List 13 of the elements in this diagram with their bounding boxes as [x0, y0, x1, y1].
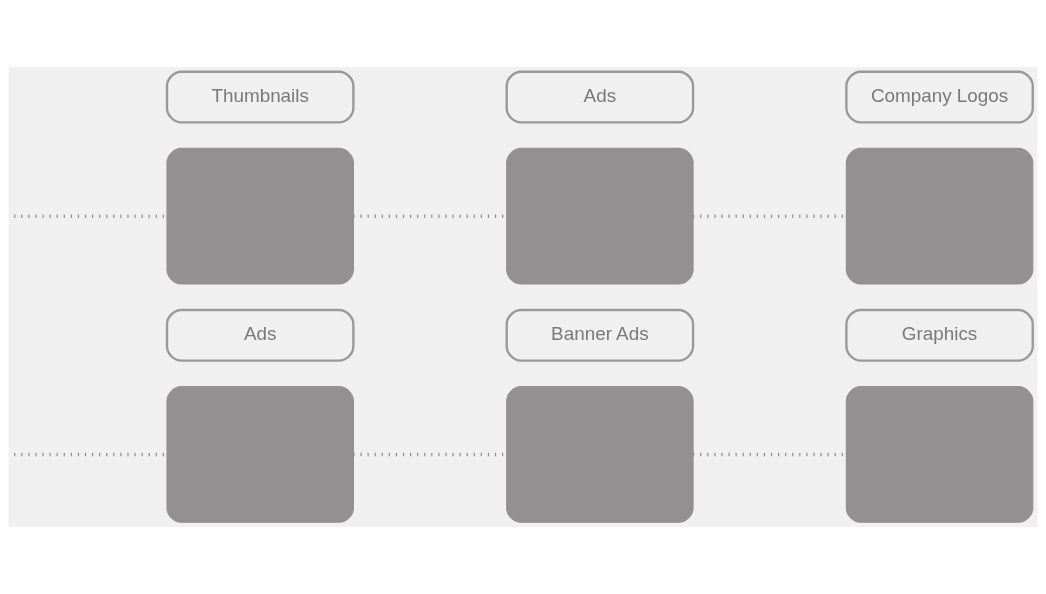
node-box [166, 386, 354, 523]
node-box [845, 147, 1034, 285]
node-box: Graphics [845, 308, 1034, 362]
node-box: Ads [165, 308, 355, 362]
node-box: Ads [505, 70, 695, 124]
connector [14, 452, 167, 457]
node-box [506, 147, 694, 285]
node-box [166, 147, 354, 285]
node-box [506, 386, 694, 523]
node-box [845, 386, 1034, 523]
node-box: Thumbnails [165, 70, 355, 124]
node-box: Company Logos [845, 70, 1034, 124]
node-box: Banner Ads [505, 308, 695, 362]
